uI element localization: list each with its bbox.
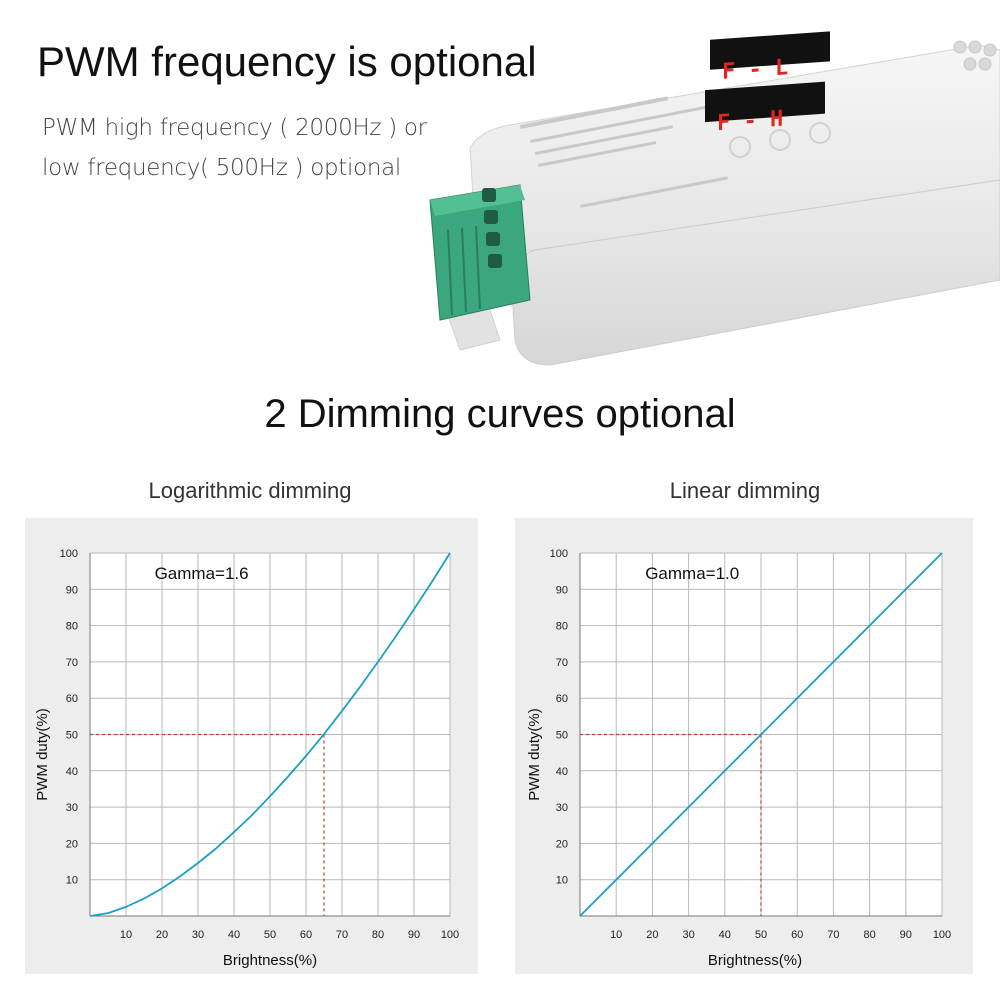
- x-tick-label: 90: [408, 929, 420, 941]
- x-tick-label: 20: [156, 929, 168, 941]
- y-axis-label: PWM duty(%): [34, 708, 51, 801]
- y-tick-label: 100: [550, 548, 568, 560]
- x-tick-label: 40: [719, 929, 731, 941]
- section-title: 2 Dimming curves optional: [264, 392, 736, 436]
- y-tick-label: 20: [556, 838, 568, 850]
- x-tick-label: 30: [192, 929, 204, 941]
- y-tick-label: 100: [60, 548, 78, 560]
- dimming-curve: [89, 552, 451, 917]
- x-tick-label: 30: [682, 929, 694, 941]
- dimming-curve: [579, 552, 943, 917]
- y-tick-label: 90: [66, 584, 78, 596]
- x-tick-label: 10: [610, 929, 622, 941]
- display-bottom-text: F - H: [717, 107, 783, 137]
- x-tick-label: 60: [791, 929, 803, 941]
- chart-linear-svg: 10 20 30 40 50 60 70 80 90 100 10 20 30 40 50 60 70 80 90 1…: [526, 548, 951, 969]
- terminal-block-icon: [429, 184, 531, 321]
- x-tick-label: 50: [755, 929, 767, 941]
- gamma-annotation: Gamma=1.0: [645, 564, 739, 583]
- y-tick-label: 70: [66, 657, 78, 669]
- y-tick-label: 30: [66, 802, 78, 814]
- chart-title-linear: Linear dimming: [669, 478, 821, 503]
- frequency-description-line-2: low frequency( 500Hz ) optional: [42, 155, 402, 181]
- y-tick-label: 80: [556, 621, 568, 633]
- x-tick-label: 70: [336, 929, 348, 941]
- y-tick-label: 50: [66, 730, 78, 742]
- y-tick-label: 80: [66, 621, 78, 633]
- x-axis-label: Brightness(%): [223, 952, 317, 969]
- x-tick-label: 100: [933, 929, 951, 941]
- controller-illustration: F - L F - H: [429, 31, 1000, 366]
- y-tick-label: 40: [556, 766, 568, 778]
- y-tick-label: 20: [66, 838, 78, 850]
- y-tick-label: 10: [66, 875, 78, 887]
- y-tick-label: 70: [556, 657, 568, 669]
- x-tick-label: 100: [441, 929, 459, 941]
- x-axis-label: Brightness(%): [708, 952, 802, 969]
- x-tick-label: 70: [827, 929, 839, 941]
- x-tick-label: 40: [228, 929, 240, 941]
- y-tick-label: 10: [556, 875, 568, 887]
- x-tick-label: 50: [264, 929, 276, 941]
- y-tick-label: 50: [556, 730, 568, 742]
- x-tick-label: 60: [300, 929, 312, 941]
- y-tick-label: 60: [66, 693, 78, 705]
- gamma-annotation: Gamma=1.6: [155, 564, 249, 583]
- y-tick-label: 60: [556, 693, 568, 705]
- page-headline: PWM frequency is optional: [37, 38, 537, 85]
- x-tick-label: 80: [372, 929, 384, 941]
- frequency-description: PWM high frequency ( 2000Hz ) or low fre…: [42, 108, 442, 188]
- y-tick-label: 40: [66, 766, 78, 778]
- display-top-text: F - L: [722, 55, 788, 85]
- y-tick-label: 30: [556, 802, 568, 814]
- y-tick-label: 90: [556, 584, 568, 596]
- y-axis-label: PWM duty(%): [526, 708, 543, 801]
- chart-title-logarithmic: Logarithmic dimming: [148, 478, 352, 503]
- x-tick-label: 80: [863, 929, 875, 941]
- x-tick-label: 20: [646, 929, 658, 941]
- led-display-icon: F - L F - H: [705, 31, 830, 136]
- device-photo-icon: F - L F - H: [420, 30, 1000, 375]
- chart-logarithmic-svg: 10 20 30 40 50 60 70 80 90 100 10 20 30 40 50 60 70 80 90 1…: [34, 548, 459, 969]
- chart-linear: 10 20 30 40 50 60 70 80 90 100 10 20 30 40 50 60 70 80 90 1…: [515, 518, 973, 974]
- chart-logarithmic: 10 20 30 40 50 60 70 80 90 100 10 20 30 40 50 60 70 80 90 1…: [25, 518, 478, 974]
- x-tick-label: 10: [120, 929, 132, 941]
- x-tick-label: 90: [900, 929, 912, 941]
- frequency-description-line-1: PWM high frequency ( 2000Hz ) or: [42, 115, 427, 141]
